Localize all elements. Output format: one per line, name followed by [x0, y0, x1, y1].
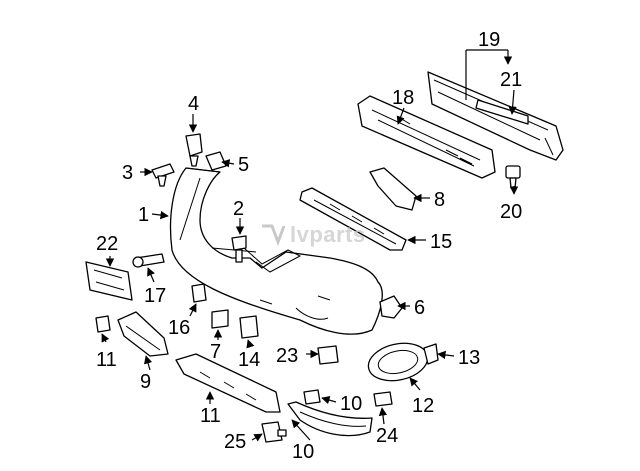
- callout-11-left: 11: [96, 349, 117, 371]
- callout-numbers: 19 21 18 4 3 5 1 2 8 20 15 22 17 6 16 7 …: [96, 29, 522, 463]
- clip-11a: [95, 315, 111, 333]
- callout-12: 11: [200, 405, 221, 427]
- energy-absorber: [357, 95, 496, 179]
- callout-5: 5: [238, 154, 249, 176]
- callout-20: 19: [478, 29, 500, 51]
- callout-24: 23: [276, 345, 298, 367]
- callout-22: 21: [500, 69, 522, 91]
- callout-4: 4: [188, 93, 199, 115]
- fog-lamp-bulb: [317, 345, 339, 365]
- clip-7: [211, 309, 229, 329]
- clip-25: [373, 391, 393, 407]
- callout-23: 22: [96, 233, 118, 255]
- callout-3: 3: [122, 162, 133, 184]
- callout-10: 10: [292, 441, 314, 463]
- watermark-logo: lvparts: [262, 222, 366, 247]
- reinforcement-bar: [427, 71, 564, 161]
- callout-2: 2: [233, 198, 244, 220]
- sensor-rod: [132, 253, 165, 268]
- lower-molding: [287, 401, 373, 437]
- callout-9: 9: [140, 371, 151, 393]
- callout-15: 14: [238, 349, 260, 371]
- callout-14: 13: [458, 347, 480, 369]
- fog-lamp-bracket: [423, 343, 439, 365]
- callout-6: 6: [414, 297, 425, 319]
- callout-18: 17: [144, 285, 166, 307]
- clip-2: [231, 235, 247, 263]
- fog-lamp: [367, 342, 429, 382]
- callout-17: 16: [168, 317, 190, 339]
- callout-1: 1: [138, 204, 149, 226]
- callout-25: 24: [376, 425, 398, 447]
- clip-11b: [303, 389, 321, 405]
- clip-5: [205, 151, 227, 171]
- sensor-26: [261, 421, 287, 443]
- callout-21: 20: [500, 201, 522, 223]
- under-cover: [175, 353, 281, 413]
- callout-7: 7: [210, 341, 221, 363]
- callout-13: 12: [412, 395, 434, 417]
- callout-26: 25: [224, 431, 246, 453]
- side-bracket: [369, 167, 417, 211]
- side-bracket-9: [117, 311, 169, 357]
- callout-11-right: 10: [340, 393, 362, 415]
- callout-8: 8: [434, 189, 445, 211]
- callout-16: 15: [430, 231, 452, 253]
- bracket-17: [191, 283, 207, 303]
- callout-19: 18: [392, 87, 414, 109]
- bumper-cover: [169, 167, 383, 335]
- watermark-text: lvparts: [290, 222, 366, 247]
- license-plate-bracket: [85, 261, 133, 301]
- clip-15: [239, 315, 259, 339]
- bolt: [505, 165, 521, 189]
- clip-4: [185, 133, 203, 167]
- lower-grille: [299, 187, 407, 251]
- side-retainer: [379, 295, 403, 319]
- clip-3: [151, 163, 175, 187]
- leader-lines: [101, 49, 519, 442]
